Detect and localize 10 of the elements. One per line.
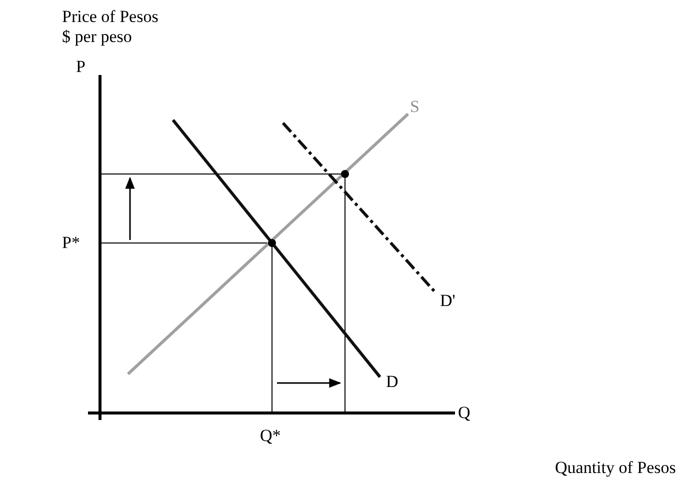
curve-label: D' [440, 292, 456, 309]
axis-unit: $ per peso [62, 28, 132, 45]
axis-title: Price of Pesos [62, 8, 158, 25]
axis-label: P [76, 58, 86, 75]
curve-label: S [410, 98, 420, 115]
axis-title: Quantity of Pesos [555, 459, 676, 476]
axis-label: Q [458, 404, 470, 421]
axis-value: Q* [260, 427, 281, 444]
axis-value: P* [62, 234, 80, 251]
curve-label: D [386, 373, 398, 390]
